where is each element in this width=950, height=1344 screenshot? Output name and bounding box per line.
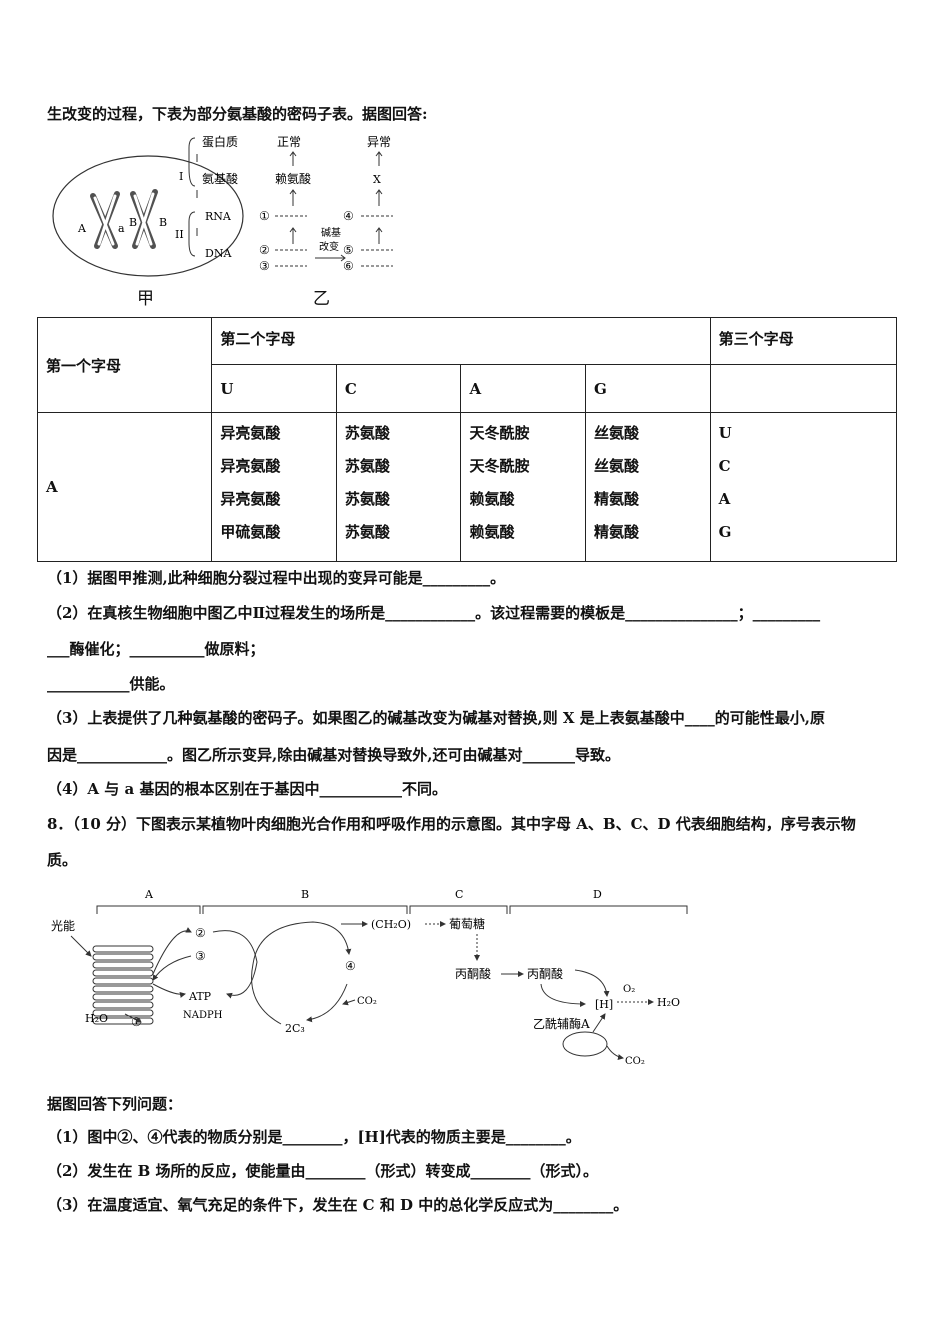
second-col-a: A: [460, 364, 587, 413]
x-label: X: [373, 173, 381, 186]
num-3: ③: [259, 259, 270, 273]
flow-protein: 蛋白质: [202, 134, 238, 149]
table-cell: 甲硫氨酸: [220, 523, 281, 541]
q7-part2b: ___酶催化；__________做原料；: [47, 640, 265, 658]
num-2: ②: [259, 243, 270, 257]
table-cell: C: [718, 457, 731, 475]
table-cell: 赖氨酸: [469, 523, 515, 541]
second-col-g: G: [585, 364, 711, 413]
o2-label: O₂: [623, 984, 635, 995]
cell-third: U C A G: [709, 412, 898, 562]
cell-a: 天冬酰胺 天冬酰胺 赖氨酸 赖氨酸: [460, 412, 587, 562]
co2-in: CO₂: [357, 996, 377, 1007]
second-col-u: U: [211, 364, 337, 413]
table-cell: 天冬酰胺: [469, 424, 530, 442]
row-letter-a: A: [36, 412, 213, 562]
table-cell: 天冬酰胺: [469, 457, 530, 475]
q8-part1: （1）图中②、④代表的物质分别是________，[H]代表的物质主要是____…: [47, 1128, 581, 1146]
cell-u: 异亮氨酸 异亮氨酸 异亮氨酸 甲硫氨酸: [211, 412, 337, 562]
num-3-fig: ③: [195, 949, 206, 963]
q8-part2: （2）发生在 B 场所的反应，使能量由________（形式）转变成______…: [47, 1162, 599, 1180]
table-cell: 丝氨酸: [594, 457, 640, 475]
flow-diagram-yi: 蛋白质 氨基酸 RNA DNA I II 正常 赖氨酸 异常 X ① ② ③ ④…: [175, 134, 393, 273]
flow-amino-acid: 氨基酸: [202, 171, 238, 186]
acetyl-coa: 乙酰辅酶A: [533, 1016, 590, 1031]
change-1: 碱基: [321, 226, 341, 239]
flow-rna: RNA: [205, 210, 232, 223]
table-cell: 异亮氨酸: [220, 457, 281, 475]
figure-photosynthesis-respiration: A B C D 光能 H₂O ① ② ③ ATP NADPH ④ 2C₃ CO₂…: [51, 888, 688, 1067]
table-cell: 异亮氨酸: [220, 424, 281, 442]
q8-intro-b: 质。: [47, 851, 78, 869]
table-cell: 精氨酸: [594, 490, 640, 508]
c3-label: 2C₃: [285, 1022, 305, 1035]
second-col-c: C: [335, 364, 462, 413]
q8-part3: （3）在温度适宜、氧气充足的条件下，发生在 C 和 D 中的总化学反应式为___…: [47, 1196, 629, 1214]
header-second-letter: 第二个字母: [211, 317, 711, 365]
co2-out: CO₂: [625, 1056, 645, 1067]
table-cell: 苏氨酸: [344, 523, 390, 541]
section-B: B: [301, 888, 309, 901]
cell-g: 丝氨酸 丝氨酸 精氨酸 精氨酸: [585, 412, 711, 562]
section-D: D: [593, 888, 602, 901]
num-1: ①: [259, 209, 270, 223]
table-cell: U: [718, 424, 732, 442]
change-2: 改变: [319, 240, 339, 253]
pyruvate-1: 丙酮酸: [455, 966, 491, 981]
num-4-fig: ④: [345, 959, 356, 973]
section-A: A: [144, 888, 154, 901]
table-cell: 丝氨酸: [594, 424, 640, 442]
table-cell: A: [718, 490, 731, 508]
intro-text: 生改变的过程，下表为部分氨基酸的密码子表。据图回答:: [47, 105, 428, 123]
table-cell: 赖氨酸: [469, 490, 515, 508]
flow-dna: DNA: [205, 247, 232, 260]
light-energy: 光能: [51, 919, 75, 933]
figure-cell-gene-expression: A a B B 蛋白质 氨基酸 RNA DNA I II 正常 赖氨酸 异常 X…: [52, 134, 393, 277]
allele-A: A: [77, 222, 87, 235]
cell-c: 苏氨酸 苏氨酸 苏氨酸 苏氨酸: [335, 412, 462, 562]
q7-part3a: （3）上表提供了几种氨基酸的密码子。如果图乙的碱基改变为碱基对替换,则 X 是上…: [47, 709, 825, 727]
thylakoid-stack: [92, 945, 154, 1025]
h-label: [H]: [595, 998, 613, 1011]
header-third-letter: 第三个字母: [709, 317, 898, 365]
table-cell: 苏氨酸: [344, 457, 390, 475]
roman-1: I: [179, 170, 183, 183]
table-cell: 精氨酸: [594, 523, 640, 541]
q8-intro-a: 8．（10 分）下图表示某植物叶肉细胞光合作用和呼吸作用的示意图。其中字母 A、…: [47, 815, 856, 833]
allele-B1: B: [129, 216, 137, 229]
lysine-label: 赖氨酸: [275, 171, 311, 186]
num-4: ④: [343, 209, 354, 223]
num-6: ⑥: [343, 259, 354, 273]
ch2o-label: (CH₂O): [371, 918, 411, 931]
q7-part2a: （2）在真核生物细胞中图乙中Ⅱ过程发生的场所是____________。该过程需…: [47, 604, 821, 622]
section-C: C: [455, 888, 463, 901]
q8-sub-intro: 据图回答下列问题：: [47, 1095, 183, 1113]
q7-part1: （1）据图甲推测,此种细胞分裂过程中出现的变异可能是_________。: [47, 569, 506, 587]
q7-part2c: ___________供能。: [47, 675, 175, 693]
table-cell: 异亮氨酸: [220, 490, 281, 508]
num-2-fig: ②: [195, 926, 206, 940]
header-first-letter: 第一个字母: [36, 317, 213, 413]
num-5: ⑤: [343, 243, 354, 257]
allele-a: a: [118, 222, 125, 235]
cell-diagram-jia: A a B B: [52, 155, 244, 277]
roman-2: II: [175, 228, 184, 241]
abnormal-label: 异常: [367, 135, 391, 149]
h2o-right: H₂O: [657, 996, 680, 1009]
h2o-left: H₂O: [85, 1012, 108, 1025]
table-cell: G: [718, 523, 732, 541]
q7-part3b: 因是____________。图乙所示变异,除由碱基对替换导致外,还可由碱基对_…: [47, 746, 620, 764]
nadph-label: NADPH: [183, 1010, 223, 1021]
label-jia: 甲: [137, 289, 154, 309]
label-yi: 乙: [313, 289, 330, 309]
allele-B2: B: [159, 216, 167, 229]
atp-label: ATP: [188, 990, 212, 1003]
normal-label: 正常: [277, 135, 301, 149]
glucose-label: 葡萄糖: [449, 916, 485, 931]
table-cell: 苏氨酸: [344, 424, 390, 442]
codon-table: 第一个字母 第二个字母 第三个字母 U C A G A 异亮氨酸 异亮氨酸 异亮…: [36, 317, 898, 562]
q7-part4: （4）A 与 a 基因的根本区别在于基因中___________不同。: [47, 780, 447, 798]
table-cell: 苏氨酸: [344, 490, 390, 508]
pyruvate-2: 丙酮酸: [527, 966, 563, 981]
